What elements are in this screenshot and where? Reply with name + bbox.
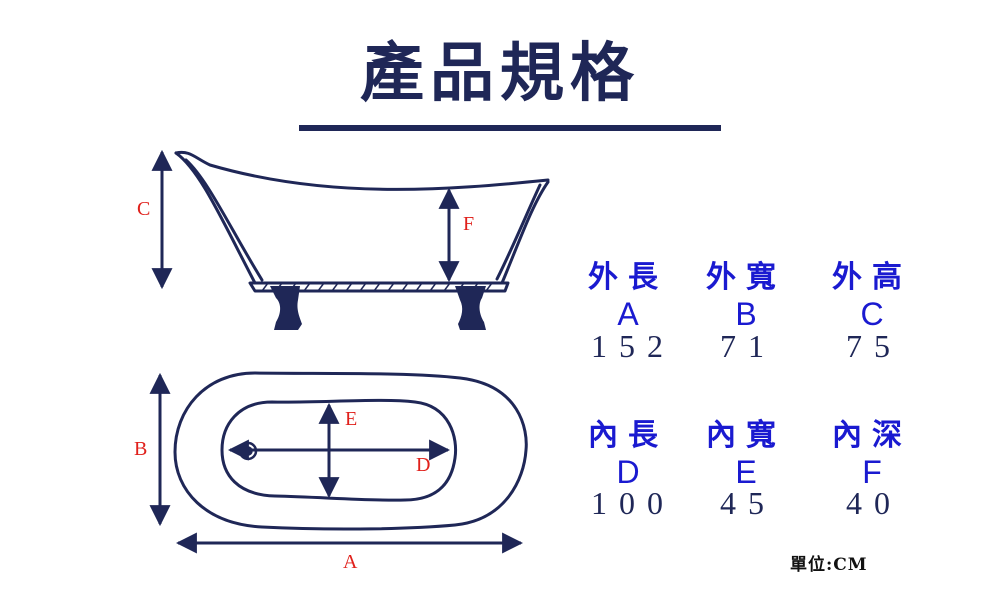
label-c: C	[137, 198, 150, 220]
spec-letter: B	[735, 296, 757, 332]
spec-name: 外高	[832, 260, 912, 295]
spec-name: 外長	[588, 260, 668, 295]
spec-name: 內寬	[706, 418, 786, 453]
spec-value-b: 71	[720, 328, 776, 364]
spec-value-e: 45	[720, 485, 776, 521]
label-f: F	[463, 213, 474, 235]
title-underline	[299, 125, 721, 131]
spec-inner-width: 內寬 E	[696, 410, 796, 491]
spec-value-c: 75	[846, 328, 902, 364]
spec-letter: E	[735, 454, 757, 490]
page-title: 產品規格	[360, 36, 640, 111]
label-e: E	[345, 408, 357, 430]
spec-name: 內長	[588, 418, 668, 453]
tub-outer-rim-top	[173, 371, 528, 531]
spec-outer-length: 外長 A	[578, 252, 678, 333]
spec-letter: D	[616, 454, 640, 490]
spec-letter: F	[862, 454, 882, 490]
spec-value-f: 40	[846, 485, 902, 521]
tub-outer-outline	[174, 151, 550, 285]
label-a: A	[343, 551, 358, 573]
spec-outer-height: 外高 C	[822, 252, 922, 333]
label-b: B	[134, 438, 147, 460]
spec-name: 內深	[832, 418, 912, 453]
side-view	[174, 150, 550, 293]
tub-rim	[174, 150, 550, 191]
tub-feet	[270, 286, 486, 330]
right-foot	[455, 286, 486, 330]
spec-letter: C	[860, 296, 884, 332]
top-view	[173, 371, 528, 531]
left-foot	[270, 286, 302, 330]
tub-inner-line	[184, 158, 542, 282]
tub-inner-basin-top	[220, 398, 458, 502]
spec-letter: A	[617, 296, 639, 332]
label-d: D	[416, 454, 430, 476]
spec-inner-depth: 內深 F	[822, 410, 922, 491]
spec-name: 外寬	[706, 260, 786, 295]
spec-inner-length: 內長 D	[578, 410, 678, 491]
spec-value-a: 152	[591, 328, 675, 364]
spec-value-d: 100	[591, 485, 675, 521]
spec-outer-width: 外寬 B	[696, 252, 796, 333]
unit-label: 單位:CM	[790, 555, 868, 575]
